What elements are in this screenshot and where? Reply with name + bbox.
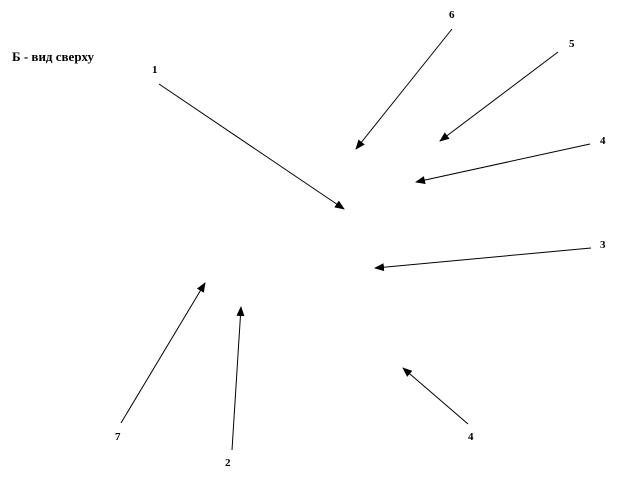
callout-arrow-5 — [439, 51, 559, 142]
callout-arrow-6 — [355, 28, 453, 150]
callout-arrow-3 — [374, 247, 592, 272]
diagram-title: Б - вид сверху — [12, 49, 95, 64]
callout-arrow-7 — [120, 282, 206, 424]
callout-arrow-4-bottom — [402, 367, 469, 425]
callout-label-1: 1 — [152, 64, 158, 76]
callout-label-4-top: 4 — [600, 135, 606, 147]
callout-arrow-1 — [158, 83, 345, 210]
callout-label-7: 7 — [115, 431, 121, 443]
callout-label-4-bottom: 4 — [468, 431, 474, 443]
callout-arrow-2 — [231, 306, 245, 451]
callout-arrow-4-top — [415, 143, 591, 184]
callout-label-5: 5 — [569, 38, 575, 50]
callout-label-2: 2 — [225, 457, 231, 469]
callout-label-6: 6 — [449, 9, 455, 21]
callout-label-3: 3 — [600, 239, 606, 251]
